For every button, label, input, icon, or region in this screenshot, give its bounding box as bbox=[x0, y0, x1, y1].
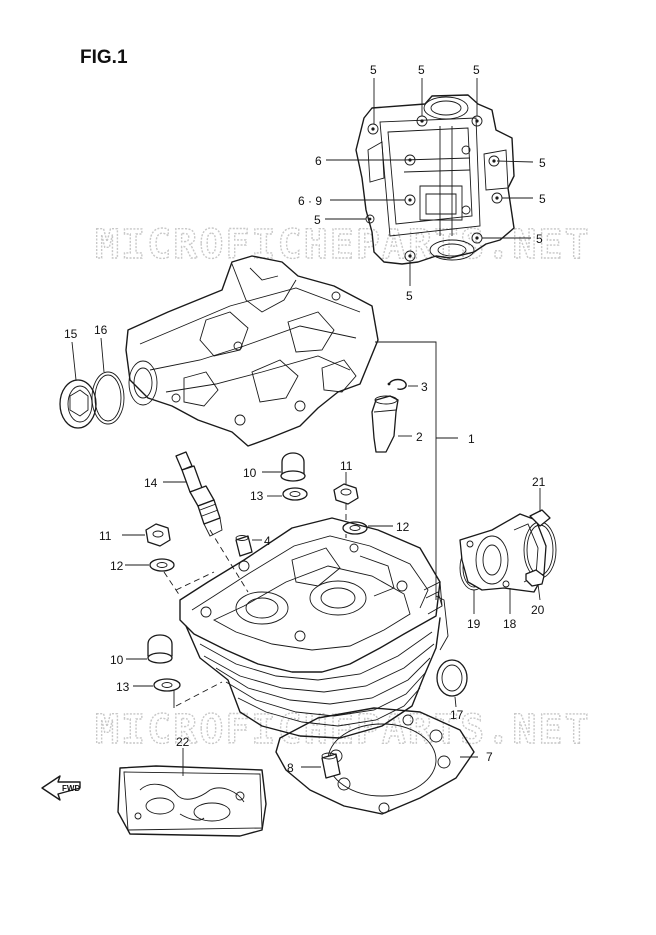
cylinder-block bbox=[185, 591, 449, 739]
cylinder-dowel bbox=[321, 752, 341, 779]
intake-bolt bbox=[525, 569, 545, 601]
callout-20: 20 bbox=[531, 603, 545, 617]
callout-10-lower: 10 bbox=[110, 653, 124, 667]
watermark-top: MICROFICHEPARTS.NET bbox=[95, 222, 591, 268]
callout-5-right-c: 5 bbox=[536, 232, 543, 246]
head-cover-underside bbox=[355, 94, 515, 265]
dowel-pin bbox=[235, 535, 253, 557]
callout-3: 3 bbox=[421, 380, 428, 394]
callout-15: 15 bbox=[64, 327, 78, 341]
washer-left bbox=[149, 558, 175, 572]
callout-1: 1 bbox=[468, 432, 475, 446]
callout-2: 2 bbox=[416, 430, 423, 444]
callout-12-left: 12 bbox=[110, 559, 124, 573]
cap-nut-upper bbox=[280, 452, 306, 482]
callout-5-top-right: 5 bbox=[473, 63, 480, 77]
callout-5-top-mid: 5 bbox=[418, 63, 425, 77]
intake-pipe bbox=[459, 513, 547, 593]
callout-17: 17 bbox=[450, 708, 464, 722]
callout-16: 16 bbox=[94, 323, 108, 337]
retaining-clip bbox=[387, 378, 407, 390]
callout-4: 4 bbox=[264, 534, 271, 548]
callout-8: 8 bbox=[287, 761, 294, 775]
flange-nut-left bbox=[145, 523, 171, 547]
forward-arrow-icon bbox=[41, 775, 81, 801]
callout-21: 21 bbox=[532, 475, 546, 489]
callout-6-9: 6 · 9 bbox=[298, 194, 322, 208]
washer-upper bbox=[282, 487, 308, 501]
callout-18: 18 bbox=[503, 617, 517, 631]
flange-nut-upper bbox=[333, 483, 359, 505]
cylinder-head bbox=[179, 517, 443, 673]
callout-5-right-a: 5 bbox=[539, 156, 546, 170]
blind-plug bbox=[436, 659, 468, 697]
spark-plug bbox=[175, 451, 223, 537]
callout-5-top-left: 5 bbox=[370, 63, 377, 77]
cap-nut-lower bbox=[147, 634, 173, 664]
forward-arrow-label: FWD bbox=[62, 784, 80, 793]
callout-7: 7 bbox=[486, 750, 493, 764]
hose-clamp bbox=[523, 509, 557, 579]
gasket-set bbox=[117, 765, 267, 837]
callout-19: 19 bbox=[467, 617, 481, 631]
callout-6: 6 bbox=[315, 154, 322, 168]
callout-5-right-b: 5 bbox=[539, 192, 546, 206]
callout-13-lower: 13 bbox=[116, 680, 130, 694]
callout-14: 14 bbox=[144, 476, 158, 490]
callout-11-left: 11 bbox=[99, 529, 112, 543]
o-ring bbox=[91, 371, 125, 425]
callout-5-left: 5 bbox=[314, 213, 321, 227]
tappet-cap bbox=[59, 379, 97, 429]
callout-5-bottom: 5 bbox=[406, 289, 413, 303]
valve-guide bbox=[371, 395, 399, 453]
cylinder-head-cover bbox=[125, 255, 379, 447]
callout-10-upper: 10 bbox=[243, 466, 257, 480]
callout-13-upper: 13 bbox=[250, 489, 264, 503]
callout-11-upper: 11 bbox=[340, 459, 353, 473]
washer-lower bbox=[153, 678, 181, 692]
callout-22: 22 bbox=[176, 735, 190, 749]
figure-title: FIG.1 bbox=[80, 47, 128, 68]
callout-12-right: 12 bbox=[396, 520, 410, 534]
